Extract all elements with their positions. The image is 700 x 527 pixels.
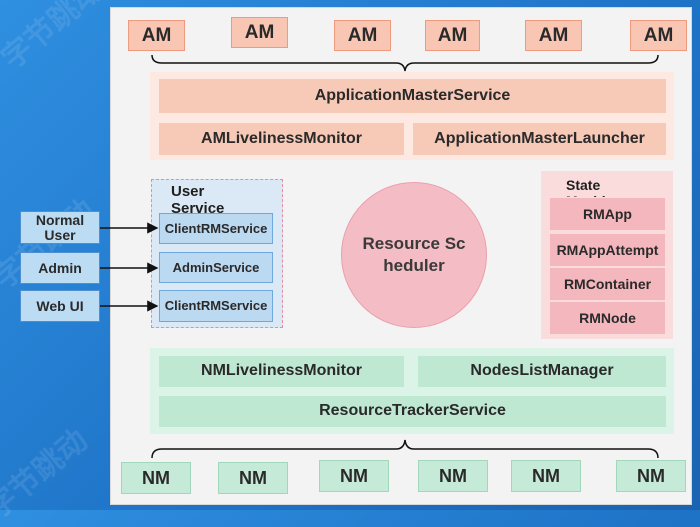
am-node: AM xyxy=(334,20,391,51)
am-liveliness-monitor: AMLivelinessMonitor xyxy=(159,123,404,155)
nm-brace xyxy=(151,439,659,459)
am-node: AM xyxy=(425,20,480,51)
resource-scheduler: Resource Scheduler xyxy=(341,182,487,328)
state-machine-title: State Machine xyxy=(566,177,622,197)
nm-node: NM xyxy=(319,460,389,492)
rm-container: RMContainer xyxy=(550,268,665,300)
rm-app: RMApp xyxy=(550,198,665,230)
admin-service: AdminService xyxy=(159,252,273,283)
am-brace xyxy=(151,54,659,72)
nm-node: NM xyxy=(616,460,686,492)
am-node: AM xyxy=(231,17,288,48)
client-web-ui: Web UI xyxy=(20,290,100,322)
application-master-service: ApplicationMasterService xyxy=(159,79,666,113)
nm-node: NM xyxy=(418,460,488,492)
client-normal-user: Normal User xyxy=(20,211,100,244)
nm-node: NM xyxy=(218,462,288,494)
user-service-title: User Service xyxy=(171,183,225,217)
am-node: AM xyxy=(525,20,582,51)
application-master-launcher: ApplicationMasterLauncher xyxy=(413,123,666,155)
nm-node: NM xyxy=(121,462,191,494)
rm-app-attempt: RMAppAttempt xyxy=(550,234,665,266)
rm-node: RMNode xyxy=(550,302,665,334)
nm-liveliness-monitor: NMLivelinessMonitor xyxy=(159,356,404,387)
am-node: AM xyxy=(128,20,185,51)
resource-tracker-service: ResourceTrackerService xyxy=(159,396,666,427)
nm-node: NM xyxy=(511,460,581,492)
client-rm-service: ClientRMService xyxy=(159,290,273,322)
connector-lines xyxy=(100,54,659,459)
client-rm-service: ClientRMService xyxy=(159,213,273,244)
am-node: AM xyxy=(630,20,687,51)
nodes-list-manager: NodesListManager xyxy=(418,356,666,387)
client-admin: Admin xyxy=(20,252,100,284)
